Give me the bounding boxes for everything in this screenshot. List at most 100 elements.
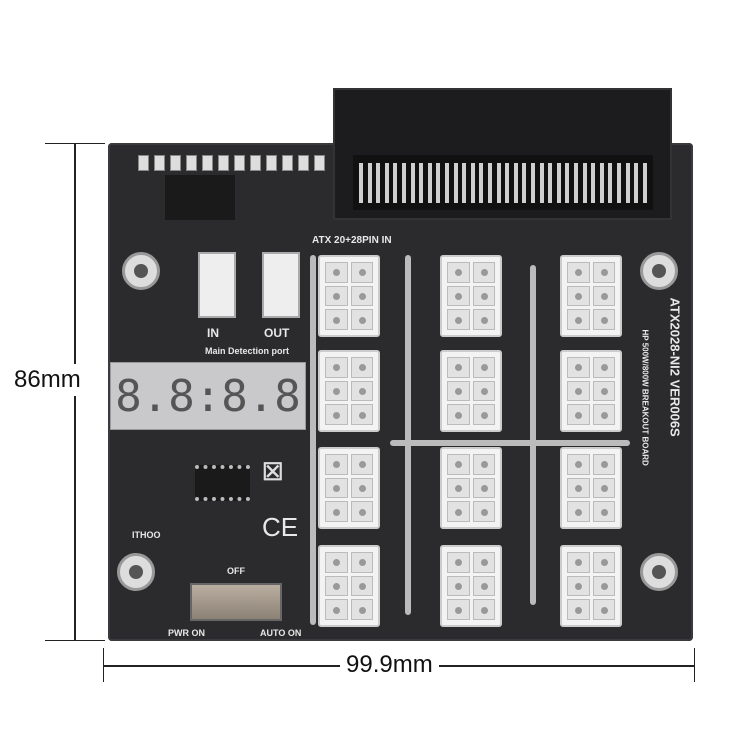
power-mode-switch[interactable]	[190, 583, 282, 621]
pcie-6pin-connector[interactable]	[440, 447, 502, 529]
connector-pin	[325, 285, 348, 307]
connector-pin	[472, 262, 495, 283]
slot-pin	[625, 163, 630, 203]
connector-pin	[567, 552, 590, 573]
connector-pin	[350, 552, 373, 573]
connector-pin	[567, 454, 590, 475]
connector-pin	[472, 552, 495, 573]
pcie-6pin-connector[interactable]	[560, 255, 622, 337]
guide-rod	[310, 255, 316, 625]
connector-pin	[350, 501, 373, 522]
slot-pin	[436, 163, 441, 203]
slot-pin	[513, 163, 518, 203]
out-label: OUT	[264, 326, 290, 340]
connector-pin	[325, 575, 348, 597]
connector-pin	[592, 552, 615, 573]
fan-header-out	[262, 252, 300, 318]
pcie-6pin-connector[interactable]	[440, 255, 502, 337]
connector-pin	[472, 380, 495, 402]
connector-pin	[350, 454, 373, 475]
led	[282, 155, 293, 171]
led	[298, 155, 309, 171]
slot-pin	[522, 163, 527, 203]
mount-hole-top-left	[122, 252, 160, 290]
mount-hole-top-right	[640, 252, 678, 290]
connector-pin	[447, 575, 470, 597]
pcie-6pin-connector[interactable]	[560, 447, 622, 529]
pcie-6pin-connector[interactable]	[318, 447, 380, 529]
slot-pin	[419, 163, 424, 203]
guide-rod	[390, 440, 630, 446]
connector-pin	[447, 454, 470, 475]
led	[186, 155, 197, 171]
connector-pin	[350, 404, 373, 425]
pcie-6pin-connector[interactable]	[440, 545, 502, 627]
connector-pin	[350, 285, 373, 307]
switch-off-label: OFF	[227, 566, 245, 576]
slot-pin	[367, 163, 372, 203]
slot-pin	[617, 163, 621, 203]
connector-pin	[447, 477, 470, 499]
connector-pin	[567, 380, 590, 402]
connector-pin	[447, 404, 470, 425]
detection-label: Main Detection port	[205, 346, 290, 356]
led	[218, 155, 229, 171]
slot-pin	[556, 163, 561, 203]
height-tick-bottom	[45, 640, 105, 641]
connector-pin	[592, 380, 615, 402]
connector-pin	[350, 599, 373, 620]
connector-pin	[447, 262, 470, 283]
switch-pwr-on-label: PWR ON	[168, 628, 205, 638]
slot-pin	[642, 163, 647, 203]
connector-pin	[472, 477, 495, 499]
recycle-bin-icon: ☒	[262, 459, 284, 486]
connector-pin	[325, 357, 348, 378]
connector-pin	[592, 404, 615, 425]
in-label: IN	[207, 326, 219, 340]
connector-pin	[567, 357, 590, 378]
connector-pin	[447, 599, 470, 620]
slot-pin	[427, 163, 432, 203]
width-label: 99.9mm	[340, 651, 439, 679]
atx-slot-pins	[353, 155, 653, 210]
connector-pin	[472, 309, 495, 330]
relay-chip	[165, 175, 235, 220]
connector-pin	[592, 285, 615, 307]
connector-pin	[325, 380, 348, 402]
pcie-6pin-connector[interactable]	[318, 350, 380, 432]
connector-pin	[447, 552, 470, 573]
slot-pin	[574, 163, 578, 203]
connector-pin	[592, 501, 615, 522]
connector-pin	[592, 357, 615, 378]
connector-pin	[472, 575, 495, 597]
connector-pin	[567, 477, 590, 499]
connector-pin	[447, 357, 470, 378]
pcie-6pin-connector[interactable]	[318, 255, 380, 337]
model-label: ATX2028-NI2 VER006S	[667, 297, 683, 437]
mount-hole-bottom-left	[117, 553, 155, 591]
connector-pin	[447, 380, 470, 402]
slot-pin	[582, 163, 587, 203]
pcie-6pin-connector[interactable]	[318, 545, 380, 627]
slot-pin	[479, 163, 484, 203]
pcie-6pin-connector[interactable]	[560, 350, 622, 432]
slot-pin	[608, 163, 613, 203]
connector-pin	[325, 477, 348, 499]
slot-pin	[531, 163, 535, 203]
connector-pin	[567, 575, 590, 597]
connector-pin	[567, 285, 590, 307]
led	[266, 155, 277, 171]
pcie-6pin-connector[interactable]	[440, 350, 502, 432]
connector-pin	[350, 477, 373, 499]
connector-pin	[567, 599, 590, 620]
description-label: HP 500W/800W BREAKOUT BOARD	[640, 329, 650, 466]
pcie-6pin-connector[interactable]	[560, 545, 622, 627]
connector-pin	[325, 454, 348, 475]
slot-pin	[505, 163, 510, 203]
slot-pin	[376, 163, 381, 203]
slot-pin	[634, 163, 639, 203]
connector-pin	[350, 357, 373, 378]
led	[202, 155, 213, 171]
slot-pin	[462, 163, 467, 203]
connector-pin	[447, 309, 470, 330]
